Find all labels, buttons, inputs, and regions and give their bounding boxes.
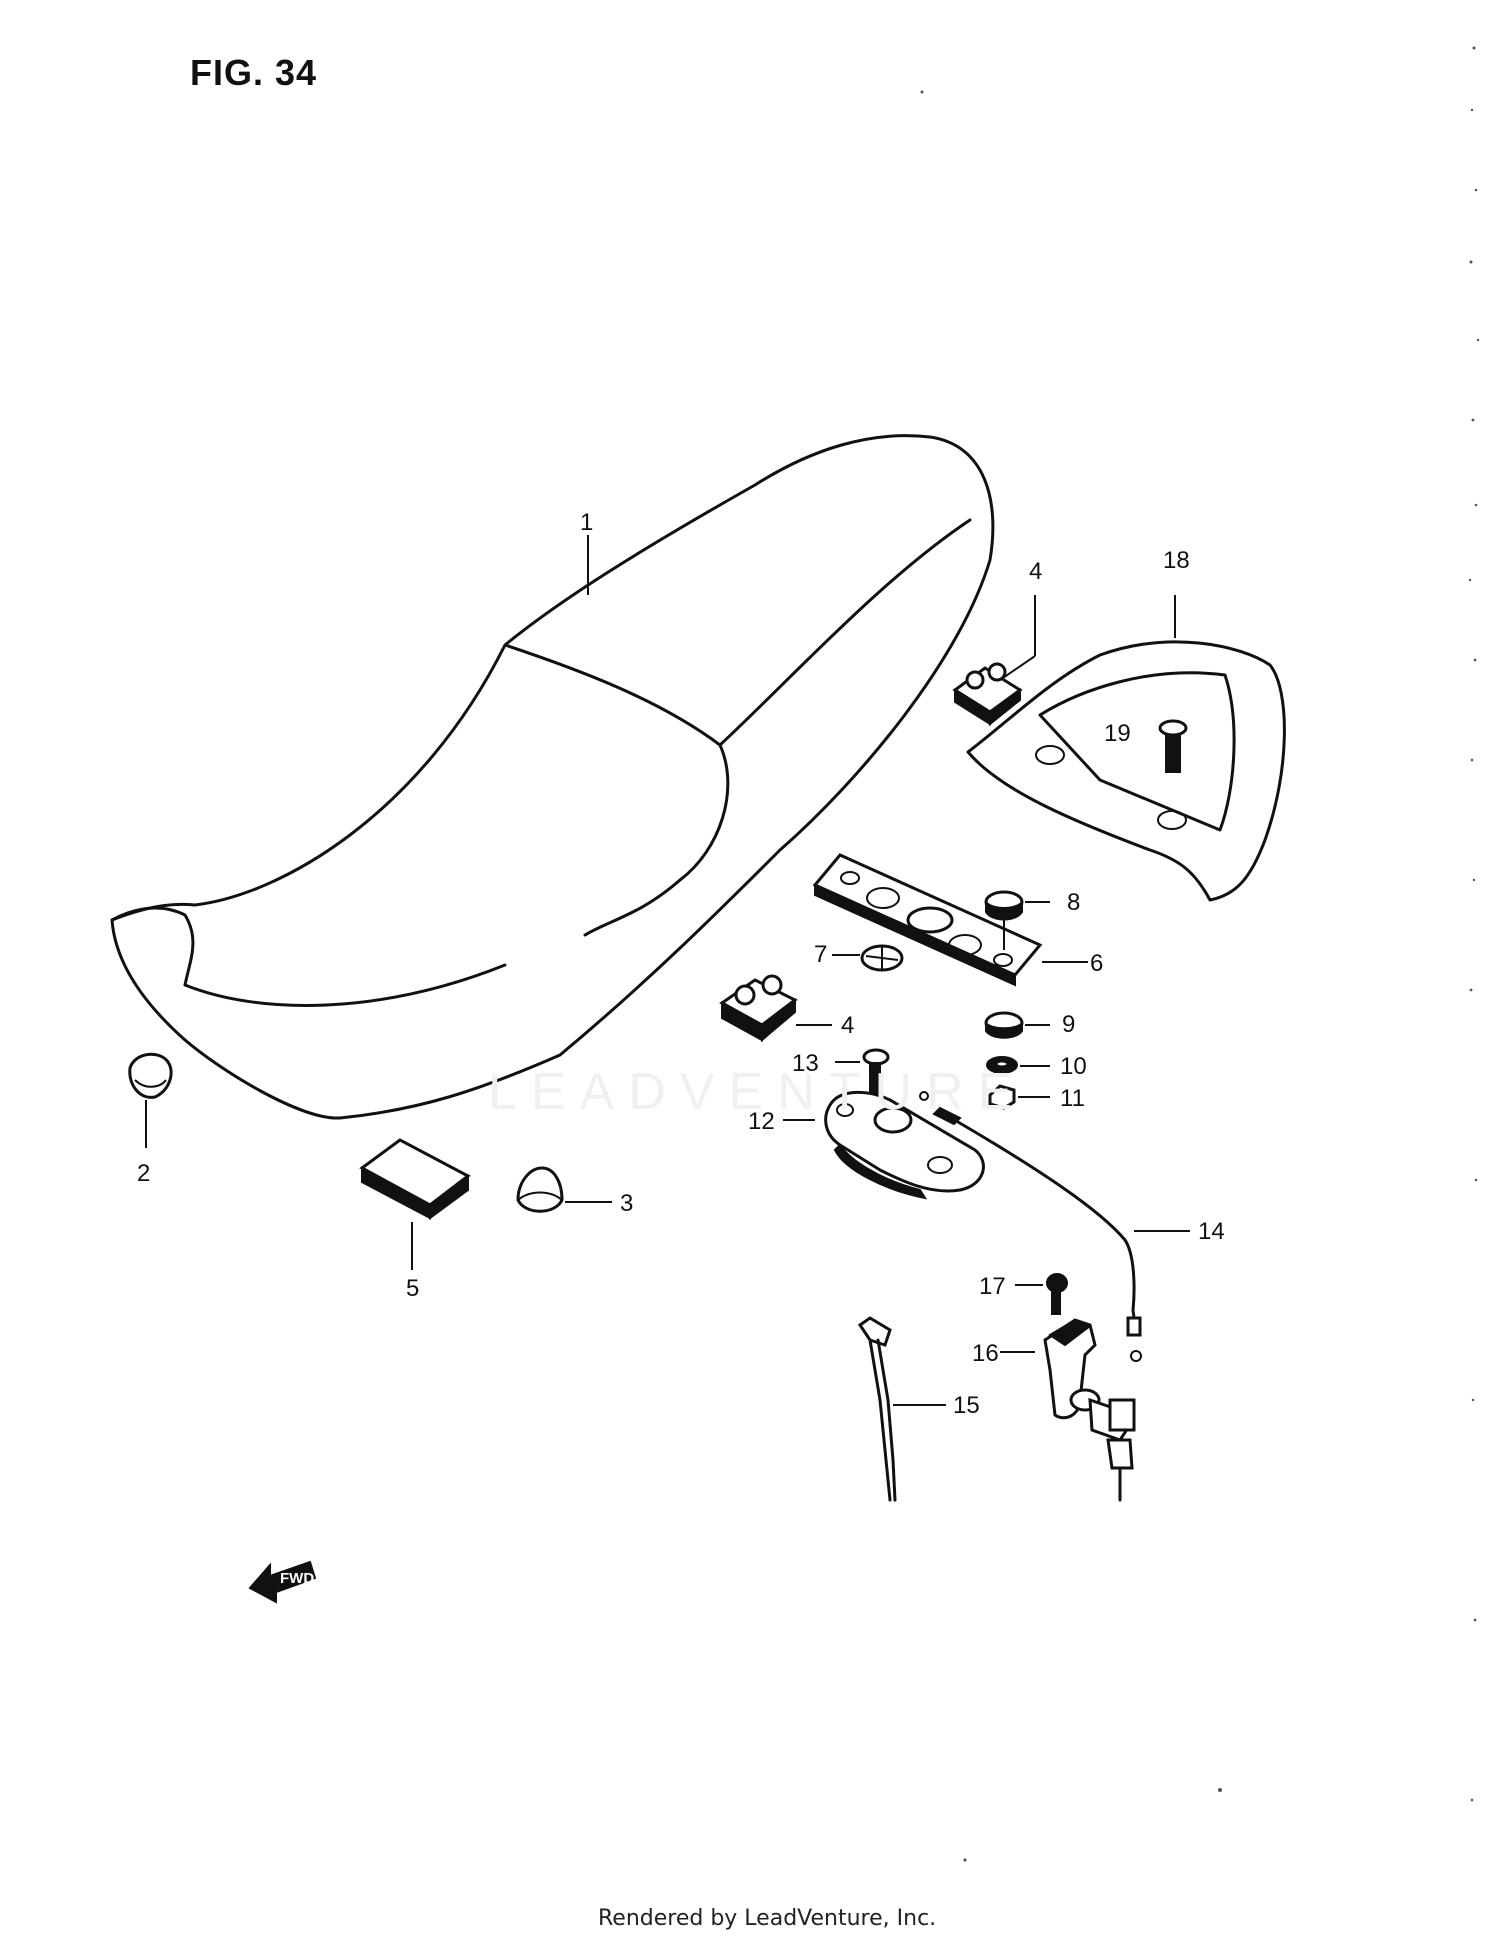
footer-credit: Rendered by LeadVenture, Inc. <box>598 1906 937 1931</box>
fwd-arrow-label: FWD <box>280 1570 314 1587</box>
figure-title: FIG. 34 <box>190 52 318 93</box>
callout-8: 8 <box>1067 889 1081 916</box>
screw-part-13 <box>835 1048 890 1094</box>
scan-edge-noise <box>920 46 1480 1862</box>
nut-part-11 <box>988 1084 1050 1110</box>
washer-part-9 <box>984 1011 1050 1039</box>
callout-3: 3 <box>620 1190 634 1217</box>
callout-19: 19 <box>1104 720 1131 747</box>
callout-9: 9 <box>1062 1011 1076 1038</box>
callout-4-upper: 4 <box>1029 558 1043 585</box>
callout-6: 6 <box>1090 950 1104 977</box>
grommet-part <box>128 1052 173 1148</box>
rear-cover-part <box>966 595 1286 902</box>
callout-15: 15 <box>953 1392 980 1419</box>
tool-strap-part <box>857 1316 946 1502</box>
stopper-part-lower <box>719 974 832 1043</box>
washer-part-10 <box>986 1056 1050 1074</box>
seat-lock-part <box>783 1090 985 1200</box>
callout-18: 18 <box>1163 547 1190 574</box>
callout-14: 14 <box>1198 1218 1225 1245</box>
seat-part <box>110 434 995 1120</box>
callout-11: 11 <box>1060 1085 1085 1112</box>
callout-5: 5 <box>406 1275 420 1302</box>
callout-1: 1 <box>580 509 594 536</box>
callout-10: 10 <box>1060 1053 1087 1080</box>
cushion-part <box>516 1166 612 1213</box>
callout-13: 13 <box>792 1050 819 1077</box>
bolt-part-17 <box>1015 1273 1068 1315</box>
nut-part-7 <box>832 944 904 972</box>
watermark: LEADVENTURE <box>488 1063 1027 1121</box>
callout-16: 16 <box>972 1340 999 1367</box>
pad-part <box>359 1138 471 1270</box>
callout-4-lower: 4 <box>841 1012 855 1039</box>
lock-cylinder-part <box>1000 1318 1136 1502</box>
fwd-arrow-icon: FWD <box>248 1560 317 1604</box>
callout-12: 12 <box>748 1108 775 1135</box>
callout-17: 17 <box>979 1273 1006 1300</box>
callout-2: 2 <box>137 1160 151 1187</box>
callout-7: 7 <box>814 941 828 968</box>
cable-part <box>919 1091 1190 1362</box>
bolt-part-19 <box>1158 719 1188 773</box>
washer-part-8 <box>984 890 1050 950</box>
stopper-part-upper <box>952 595 1036 727</box>
bracket-part <box>812 853 1088 987</box>
